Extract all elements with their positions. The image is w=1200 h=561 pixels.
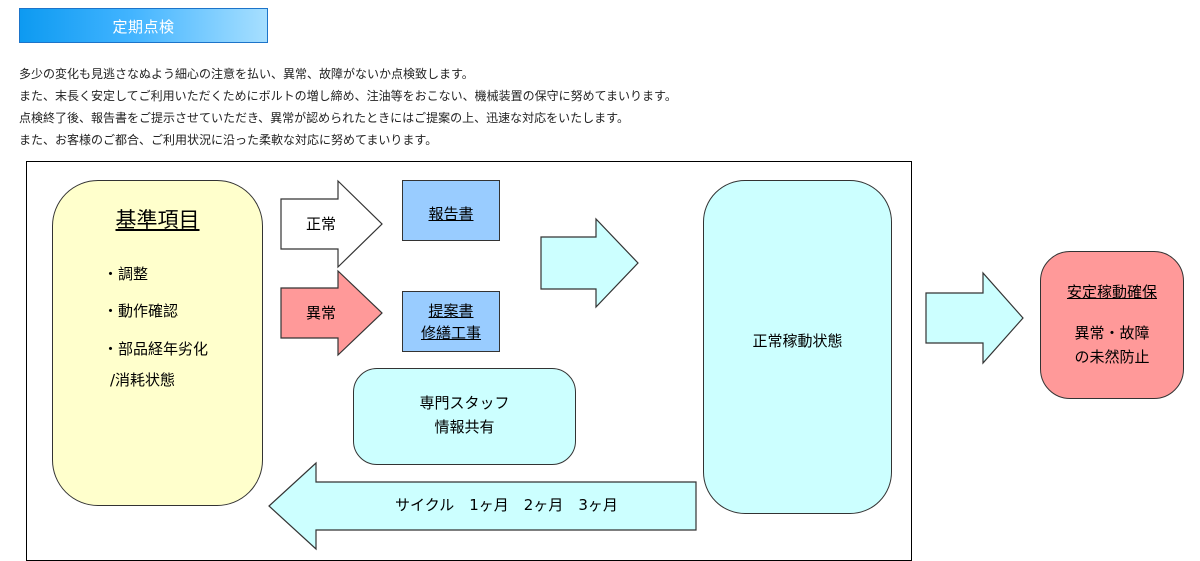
- report-label: 報告書: [428, 205, 474, 223]
- proposal-box: 提案書 修繕工事: [402, 291, 500, 352]
- info-share-label: 情報共有: [434, 418, 495, 436]
- normal-arrow: [280, 179, 383, 269]
- abnormal-arrow-label: 異常: [306, 304, 337, 322]
- result-box: 安定稼動確保 異常・故障 の未然防止: [1040, 251, 1184, 399]
- description-line-2: また、末長く安定してご利用いただくためにボルトの増し締め、注油等をおこない、機械…: [19, 89, 677, 103]
- result-line-3: の未然防止: [1074, 348, 1150, 366]
- result-title: 安定稼動確保: [1066, 283, 1157, 301]
- criteria-title: 基準項目: [115, 208, 200, 232]
- result-line-2: 異常・故障: [1074, 324, 1150, 342]
- section-title-bar: 定期点検: [19, 8, 268, 43]
- normal-arrow-label: 正常: [306, 215, 337, 233]
- proposal-label: 提案書: [428, 302, 474, 320]
- description-line-4: また、お客様のご都合、ご利用状況に沿った柔軟な対応に努めてまいります。: [19, 133, 438, 147]
- staff-share-box: 専門スタッフ 情報共有: [353, 368, 576, 465]
- staff-label: 専門スタッフ: [419, 394, 510, 412]
- report-box: 報告書: [402, 180, 500, 241]
- cycle-arrow: [268, 461, 697, 551]
- to-normal-operation-arrow: [540, 217, 639, 309]
- repair-label: 修繕工事: [420, 324, 481, 342]
- description-line-1: 多少の変化も見逃さなぬよう細心の注意を払い、異常、故障がないか点検致します。: [19, 67, 474, 81]
- description-line-3: 点検終了後、報告書をご提示させていただき、異常が認められたときにはご提案の上、迅…: [19, 111, 629, 125]
- criteria-item-operation-check: ・動作確認: [103, 302, 179, 320]
- to-result-arrow: [925, 271, 1024, 365]
- criteria-item-aging: ・部品経年劣化: [103, 340, 209, 358]
- criteria-item-adjust: ・調整: [103, 265, 149, 283]
- criteria-box: 基準項目 ・調整 ・動作確認 ・部品経年劣化 /消耗状態: [52, 180, 263, 506]
- abnormal-arrow: [280, 269, 383, 357]
- normal-operation-box: 正常稼動状態: [703, 180, 892, 514]
- criteria-item-wear: /消耗状態: [110, 371, 176, 389]
- cycle-label: サイクル 1ヶ月 2ヶ月 3ヶ月: [395, 496, 618, 514]
- normal-operation-label: 正常稼動状態: [752, 332, 843, 350]
- section-title: 定期点検: [112, 18, 175, 36]
